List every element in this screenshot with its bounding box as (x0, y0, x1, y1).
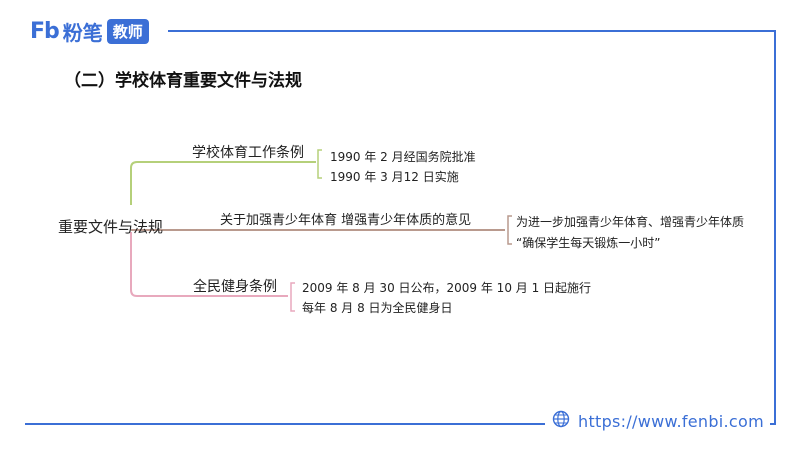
branch-3-bracket (290, 282, 295, 312)
branch-2-detail-2: “确保学生每天锻炼一小时” (516, 236, 661, 250)
branch-3-detail-2: 每年 8 月 8 日为全民健身日 (302, 301, 453, 315)
branch-1-detail-1: 1990 年 2 月经国务院批准 (330, 150, 476, 164)
logo-brand: 粉笔 (62, 20, 103, 45)
branch-2-label: 关于加强青少年体育 增强青少年体质的意见 (220, 213, 472, 228)
frame-bottom-border-end (770, 423, 776, 425)
branch-3-detail-1: 2009 年 8 月 30 日公布，2009 年 10 月 1 日起施行 (302, 281, 592, 295)
branch-3-label: 全民健身条例 (193, 279, 277, 295)
frame-top-border (168, 30, 776, 32)
logo-mark: Fb (30, 18, 60, 44)
footer-url-text[interactable]: https://www.fenbi.com (578, 411, 765, 431)
frame-right-border (774, 30, 776, 423)
logo-badge: 教师 (106, 18, 149, 44)
branch-2-bracket (507, 215, 512, 245)
branch-1-connector (130, 161, 316, 205)
page-title: （二）学校体育重要文件与法规 (64, 71, 302, 91)
footer-url[interactable]: https://www.fenbi.com (552, 410, 764, 432)
globe-icon (552, 410, 570, 432)
branch-1-label: 学校体育工作条例 (192, 145, 304, 161)
mindmap-root: 重要文件与法规 (58, 218, 164, 236)
branch-1-bracket (317, 149, 322, 179)
fenbi-teacher-logo: Fb 粉笔 教师 (30, 16, 149, 46)
branch-3-connector (130, 232, 288, 297)
frame-bottom-border (25, 423, 545, 425)
branch-1-detail-2: 1990 年 3 月12 日实施 (330, 170, 459, 184)
branch-2-detail-1: 为进一步加强青少年体育、增强青少年体质 (516, 215, 745, 229)
